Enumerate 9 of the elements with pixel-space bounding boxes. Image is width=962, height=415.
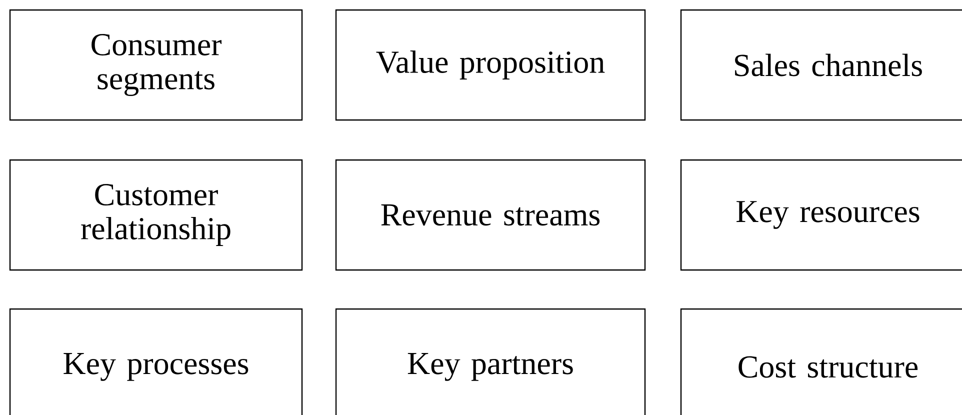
text-box: Cost structure — [680, 308, 962, 415]
text-box: Key resources — [680, 159, 962, 271]
text-box: Key processes — [9, 308, 303, 415]
text-box: Revenue streams — [335, 159, 646, 271]
text-box: Consumer segments — [9, 9, 303, 121]
text-box: Value proposition — [335, 9, 646, 121]
text-box: Key partners — [335, 308, 646, 415]
text-box: Customer relationship — [9, 159, 303, 271]
text-box: Sales channels — [680, 9, 962, 121]
